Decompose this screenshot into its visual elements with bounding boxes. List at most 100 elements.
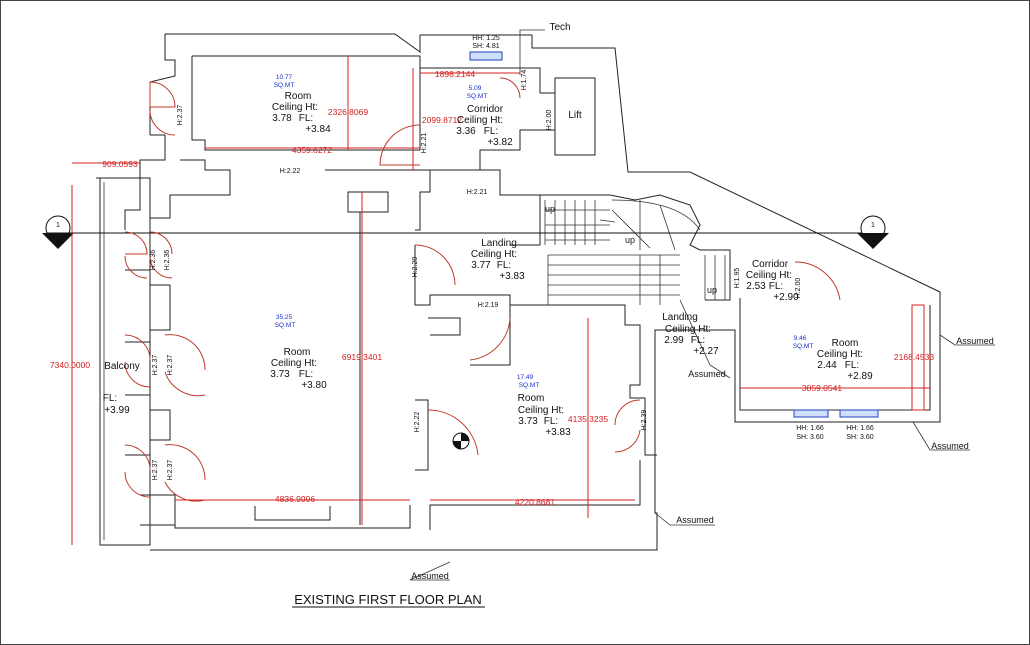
svg-text:SQ.MT: SQ.MT xyxy=(274,82,295,89)
leader-lines xyxy=(409,29,995,581)
window-3-head-height: HH: 1.66 xyxy=(846,425,874,432)
svg-text:FL:: FL: xyxy=(299,113,313,124)
stairs xyxy=(544,199,726,305)
svg-text:3.36: 3.36 xyxy=(456,126,476,137)
dim-big-room-height: 6919.3401 xyxy=(342,352,382,362)
svg-text:Room: Room xyxy=(518,393,545,404)
dim-left-tall: 7340.0000 xyxy=(50,360,90,370)
svg-text:FL:: FL: xyxy=(845,360,859,371)
window-2-sill-height: SH: 3.60 xyxy=(796,434,823,441)
svg-text:2.99: 2.99 xyxy=(664,335,684,346)
svg-text:+3.83: +3.83 xyxy=(545,427,571,438)
svg-text:+3.82: +3.82 xyxy=(487,137,513,148)
height-label: H:2.21 xyxy=(467,189,488,196)
window-2-head-height: HH: 1.66 xyxy=(796,425,824,432)
svg-text:Ceiling Ht:: Ceiling Ht: xyxy=(817,349,863,360)
label-up: up xyxy=(707,285,717,295)
section-marker-right-number: 1 xyxy=(871,222,875,229)
svg-text:FL:: FL: xyxy=(769,281,783,292)
dim-room9-width: 3859.0541 xyxy=(802,383,842,393)
svg-text:Landing: Landing xyxy=(481,238,517,249)
section-marker-right-sheet: 6 xyxy=(871,237,875,244)
windows: HH: 1.25 SH: 4.81 HH: 1.66 SH: 3.60 HH: … xyxy=(469,35,925,441)
svg-text:+2.27: +2.27 xyxy=(693,346,719,357)
room-label-room-right: 9.46 SQ.MT Room Ceiling Ht: 2.44 FL: +2.… xyxy=(793,335,873,382)
svg-text:10.77: 10.77 xyxy=(276,74,293,81)
svg-text:Room: Room xyxy=(284,347,311,358)
svg-text:SQ.MT: SQ.MT xyxy=(275,322,296,329)
height-label: H:1.74 xyxy=(521,70,528,91)
height-label: H:2.22 xyxy=(414,412,421,433)
room-label-balcony: Balcony FL: +3.99 xyxy=(103,361,140,416)
height-label: H:2.19 xyxy=(478,302,499,309)
dim-corridor-height: 2099.8712 xyxy=(422,115,462,125)
height-label: H:2.37 xyxy=(152,355,159,376)
height-label: H:2.36 xyxy=(150,250,157,271)
height-label: H:2.37 xyxy=(167,355,174,376)
dim-big-room-width: 4836.9996 xyxy=(275,494,315,504)
label-assumed: Assumed xyxy=(411,571,449,581)
svg-text:Ceiling Ht:: Ceiling Ht: xyxy=(457,115,503,126)
height-label: H:2.37 xyxy=(152,460,159,481)
svg-text:FL:: FL: xyxy=(299,369,313,380)
section-marker-left-sheet: 6 xyxy=(56,237,60,244)
svg-text:Ceiling Ht:: Ceiling Ht: xyxy=(272,102,318,113)
room-label-corridor-1: 5.09 SQ.MT Corridor Ceiling Ht: 3.36 FL:… xyxy=(456,85,513,148)
section-marker-left-number: 1 xyxy=(56,222,60,229)
room-label-landing-2: Landing Ceiling Ht: 2.99 FL: +2.27 xyxy=(662,312,719,357)
svg-text:+2.89: +2.89 xyxy=(847,371,873,382)
dim-corridor-width: 1898.2144 xyxy=(435,69,475,79)
svg-text:Ceiling Ht:: Ceiling Ht: xyxy=(471,249,517,260)
svg-text:FL:: FL: xyxy=(497,260,511,271)
survey-point-icon xyxy=(452,432,470,450)
height-label: H:2.00 xyxy=(795,278,802,299)
room-label-room-large: 35.25 SQ.MT Room Ceiling Ht: 3.73 FL: +3… xyxy=(270,314,327,391)
svg-text:3.73: 3.73 xyxy=(518,416,538,427)
svg-text:+3.84: +3.84 xyxy=(305,124,331,135)
dim-room1-width: 4359.6272 xyxy=(292,145,332,155)
label-assumed: Assumed xyxy=(688,369,726,379)
dim-room17-width: 4220.8681 xyxy=(515,497,555,507)
height-label: H:2.39 xyxy=(641,410,648,431)
doors xyxy=(124,77,841,502)
room-label-room-middle: 17.49 SQ.MT Room Ceiling Ht: 3.73 FL: +3… xyxy=(517,374,571,438)
window-3-sill-height: SH: 3.60 xyxy=(846,434,873,441)
svg-text:Ceiling Ht:: Ceiling Ht: xyxy=(271,358,317,369)
section-marker-left: 1 6 xyxy=(42,215,74,249)
room-label-landing-1: Landing Ceiling Ht: 3.77 FL: +3.83 xyxy=(471,238,525,282)
svg-text:2.53: 2.53 xyxy=(746,281,766,292)
svg-text:3.77: 3.77 xyxy=(471,260,491,271)
svg-text:FL:: FL: xyxy=(691,335,705,346)
label-up: up xyxy=(545,204,555,214)
svg-text:5.09: 5.09 xyxy=(469,85,482,92)
label-assumed: Assumed xyxy=(956,336,994,346)
height-label: H:2.37 xyxy=(167,460,174,481)
label-lift: Lift xyxy=(568,110,582,121)
window-1-sill-height: SH: 4.81 xyxy=(472,43,499,50)
drawing-title: EXISTING FIRST FLOOR PLAN xyxy=(294,592,482,607)
height-label: H:2.36 xyxy=(164,250,171,271)
svg-text:35.25: 35.25 xyxy=(276,314,293,321)
dim-left-top: 909.0593 xyxy=(102,159,138,169)
room-label-corridor-2: Corridor Ceiling Ht: 2.53 FL: +2.90 xyxy=(746,259,799,303)
svg-text:+3.99: +3.99 xyxy=(104,405,130,416)
svg-text:FL:: FL: xyxy=(484,126,498,137)
label-assumed: Assumed xyxy=(931,441,969,451)
svg-text:Ceiling Ht:: Ceiling Ht: xyxy=(746,270,792,281)
height-label: H:2.22 xyxy=(280,168,301,175)
svg-text:2.44: 2.44 xyxy=(817,360,837,371)
dim-room1-height: 2326.8069 xyxy=(328,107,368,117)
label-assumed: Assumed xyxy=(676,515,714,525)
section-marker-right: 1 6 xyxy=(857,215,889,249)
svg-text:Balcony: Balcony xyxy=(104,361,140,372)
lift-shaft xyxy=(554,77,596,156)
window-1-head-height: HH: 1.25 xyxy=(472,35,500,42)
svg-text:SQ.MT: SQ.MT xyxy=(793,343,814,350)
svg-text:SQ.MT: SQ.MT xyxy=(519,382,540,389)
svg-text:+2.90: +2.90 xyxy=(773,292,799,303)
svg-text:FL:: FL: xyxy=(544,416,558,427)
dim-room9-height: 2168.4533 xyxy=(894,352,934,362)
svg-text:3.73: 3.73 xyxy=(270,369,290,380)
label-tech: Tech xyxy=(549,22,570,33)
